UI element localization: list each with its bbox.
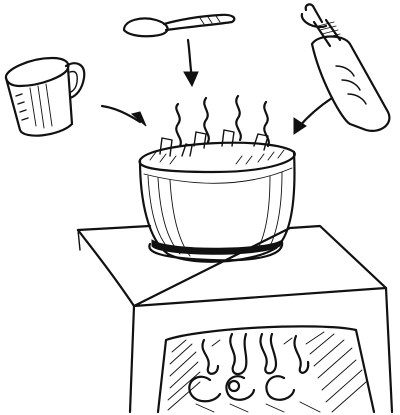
spoon-icon [122,13,236,38]
cup-icon [4,56,86,137]
fire-icon [167,331,367,413]
stove-icon [76,224,394,414]
feeding-bottle-icon [300,3,391,132]
arrow-down-icon [183,38,199,88]
arrow-right-icon [100,104,147,127]
steam-icon [175,94,270,148]
arrow-left-icon [293,96,334,135]
cooking-pot-icon [138,129,296,263]
